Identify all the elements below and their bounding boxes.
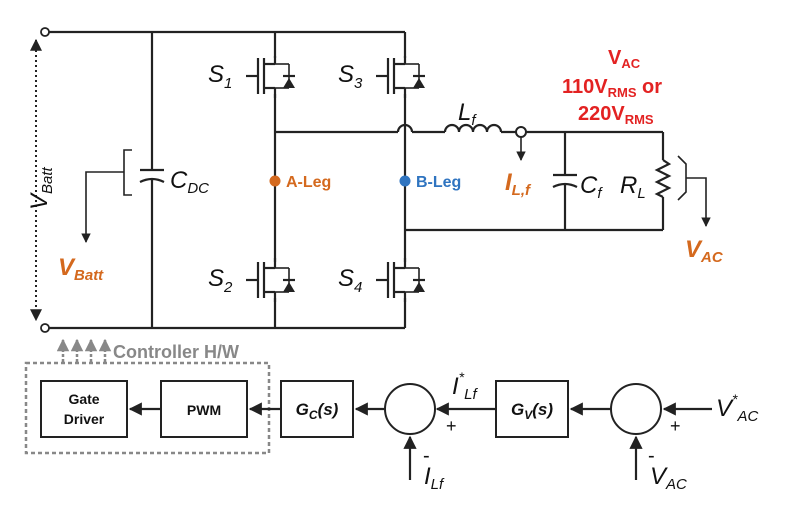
vac-minus-sign: -: [648, 445, 655, 467]
svg-text:GV(s): GV(s): [511, 400, 553, 422]
ilf-sensor: IL,f: [505, 126, 532, 199]
ilf-minus-sign: -: [423, 445, 430, 467]
s2-label: S2: [208, 265, 233, 296]
output-wiring: [275, 123, 672, 232]
svg-text:Gate: Gate: [68, 391, 99, 407]
vac-meas-label: VAC: [685, 236, 724, 266]
dc-link-capacitor: CDC: [139, 32, 209, 328]
vac-line1: 110VRMS or: [562, 76, 662, 100]
gv-block: GV(s): [495, 380, 569, 438]
output-rating: VAC 110VRMS or 220VRMS: [562, 47, 662, 127]
vac-ref-label: V*AC: [716, 391, 758, 425]
vbatt-sensor: VBatt: [58, 149, 132, 284]
a-leg-label: A-Leg: [286, 174, 331, 191]
vbatt-label: VBatt: [26, 166, 56, 210]
vac-line2: 220VRMS: [578, 103, 654, 127]
switch-s3: S3: [338, 56, 425, 98]
pwm-block: PWM: [160, 380, 248, 438]
gc-block: GC(s): [280, 380, 354, 438]
dc-bus: [40, 27, 405, 333]
vac-feedback-label: VAC: [650, 463, 687, 493]
current-sum-junction: [384, 383, 436, 435]
b-leg-node: [399, 175, 411, 187]
a-leg-node: [269, 175, 281, 187]
switch-s2: S2: [208, 258, 295, 302]
gate-driver-block: Gate Driver: [40, 380, 128, 438]
controller-hw-label: Controller H/W: [113, 342, 239, 362]
svg-text:Driver: Driver: [64, 411, 105, 427]
ilf-ref-label: I*Lf: [452, 369, 478, 403]
cf-label: Cf: [580, 172, 603, 202]
rl-label: RL: [620, 172, 646, 202]
voltage-sum-junction: [610, 383, 662, 435]
vac-title: VAC: [608, 47, 641, 71]
ilf-plus-sign: +: [446, 416, 457, 436]
svg-text:PWM: PWM: [187, 402, 221, 418]
svg-text:GC(s): GC(s): [296, 400, 339, 422]
switch-s1: S1: [208, 56, 295, 98]
cdc-label: CDC: [170, 167, 209, 197]
vbatt-arrow: VBatt: [26, 38, 56, 322]
vac-sensor: VAC: [677, 155, 724, 266]
ilf-feedback-label: ILf: [424, 463, 445, 493]
switch-s4: S4: [338, 258, 425, 302]
ilf-meas-label: IL,f: [505, 169, 532, 199]
vbatt-meas-label: VBatt: [58, 254, 104, 284]
s4-label: S4: [338, 265, 362, 296]
b-leg-label: B-Leg: [416, 174, 461, 191]
lf-label: Lf: [458, 99, 477, 129]
vac-plus-sign: +: [670, 416, 681, 436]
s1-label: S1: [208, 61, 232, 92]
s3-label: S3: [338, 61, 363, 92]
